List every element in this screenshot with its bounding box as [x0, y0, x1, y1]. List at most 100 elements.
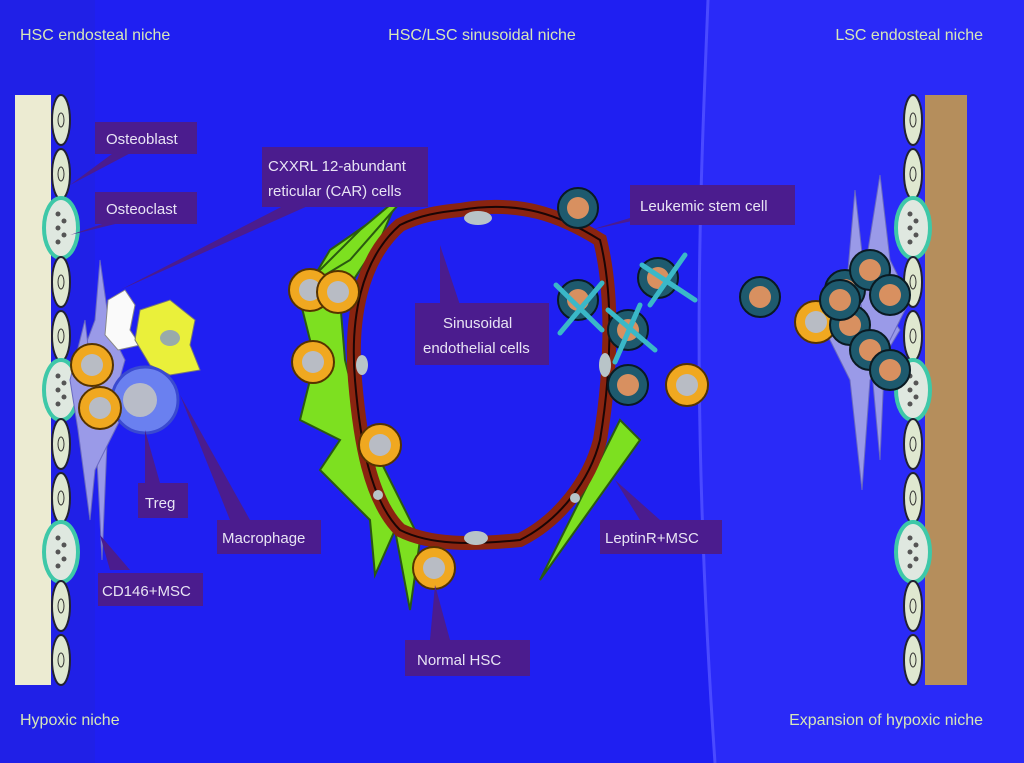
label-text: LeptinR+MSC [605, 530, 699, 547]
footer-hypoxic: Hypoxic niche [20, 712, 120, 729]
header-hsc-endosteal: HSC endosteal niche [20, 27, 170, 44]
hsc-nucleus [302, 351, 324, 373]
osteoclast-nucleus [55, 549, 61, 555]
label-text: CXXRL 12-abundant [268, 158, 407, 175]
osteoclast-nucleus [913, 556, 919, 562]
leukemic-stem-cells [557, 187, 911, 406]
label-normal-hsc: Normal HSC [405, 640, 530, 676]
osteoblast [903, 418, 923, 470]
footer-expansion: Expansion of hypoxic niche [789, 712, 983, 729]
osteoclast-nucleus [907, 563, 913, 569]
osteoclast-nucleus [55, 401, 61, 407]
label-text: Osteoclast [106, 201, 178, 218]
osteoclast-nucleus [61, 542, 67, 548]
osteoblast-nucleus [909, 274, 917, 290]
osteoclast-nucleus [55, 373, 61, 379]
osteoclast-nucleus [907, 225, 913, 231]
hsc-nucleus [327, 281, 349, 303]
lsc-nucleus [879, 359, 901, 381]
label-car-cells: CXXRL 12-abundant reticular (CAR) cells [262, 147, 428, 207]
osteoblast [903, 148, 923, 200]
osteoblast-nucleus [909, 166, 917, 182]
osteoblast [51, 94, 71, 146]
osteoclast-nucleus [55, 387, 61, 393]
osteoclast-nucleus [61, 394, 67, 400]
osteoblast-nucleus [57, 328, 65, 344]
hsc-nucleus [423, 557, 445, 579]
osteoblast [51, 310, 71, 362]
osteoclast-nucleus [907, 211, 913, 217]
osteoblast [903, 580, 923, 632]
label-text: CD146+MSC [102, 583, 191, 600]
osteoclast-nucleus [913, 394, 919, 400]
osteoblast-nucleus [57, 112, 65, 128]
label-macrophage: Macrophage [217, 520, 321, 554]
label-text: Treg [145, 495, 175, 512]
osteoblast [51, 256, 71, 308]
osteoclast [894, 196, 932, 260]
osteoblast [51, 418, 71, 470]
osteoclast-nucleus [61, 380, 67, 386]
endothelial-nuclei [356, 211, 611, 545]
label-text: Sinusoidal [443, 315, 512, 332]
osteoblast [903, 310, 923, 362]
osteoblast-nucleus [57, 652, 65, 668]
hsc-nucleus [805, 311, 827, 333]
osteoclast-nucleus [61, 556, 67, 562]
osteoblast-nucleus [57, 166, 65, 182]
label-text: endothelial cells [423, 340, 530, 357]
osteoblast-nucleus [909, 598, 917, 614]
osteoclast-nucleus [907, 535, 913, 541]
osteoblast [903, 634, 923, 686]
blocked-x-marks [553, 252, 698, 365]
osteoblast-nucleus [909, 490, 917, 506]
osteoclast-nucleus [55, 563, 61, 569]
lsc-nucleus [567, 197, 589, 219]
osteoclast [42, 196, 80, 260]
osteoblast-nucleus [909, 112, 917, 128]
osteoclast-nucleus [913, 232, 919, 238]
osteoclast [894, 520, 932, 584]
label-text: Macrophage [222, 530, 305, 547]
osteoblast-nucleus [57, 274, 65, 290]
osteoclast-nucleus [907, 549, 913, 555]
osteoclast-nucleus [913, 218, 919, 224]
osteoblast-nucleus [909, 436, 917, 452]
hsc-nucleus [676, 374, 698, 396]
osteoblast [903, 472, 923, 524]
osteoclast-nucleus [55, 225, 61, 231]
label-cd146-msc: CD146+MSC [98, 573, 203, 606]
osteoclast-nucleus [913, 542, 919, 548]
osteoclast [42, 520, 80, 584]
hsc-nucleus [369, 434, 391, 456]
label-osteoblast: Osteoblast [95, 122, 197, 154]
callout-pointers [70, 148, 660, 640]
osteoblast-nucleus [909, 328, 917, 344]
niche-boundary [697, 0, 717, 763]
label-leukemic-stem-cell: Leukemic stem cell [630, 185, 795, 225]
hsc-nucleus [81, 354, 103, 376]
lsc-nucleus [859, 259, 881, 281]
lsc-nucleus [879, 284, 901, 306]
label-text: reticular (CAR) cells [268, 183, 401, 200]
label-text: Normal HSC [417, 652, 501, 669]
normal-hsc-cells [70, 268, 838, 590]
osteoclast-nucleus [913, 380, 919, 386]
osteoblast [51, 634, 71, 686]
hsc-nucleus [89, 397, 111, 419]
header-lsc-endosteal: LSC endosteal niche [835, 27, 983, 44]
label-text: Osteoblast [106, 131, 179, 148]
label-text: Leukemic stem cell [640, 198, 768, 215]
label-treg: Treg [138, 483, 188, 518]
macrophage-nucleus [160, 330, 180, 346]
osteoclast-nucleus [55, 239, 61, 245]
endosteal-cells-left [42, 94, 80, 686]
osteoblast [903, 94, 923, 146]
osteoblast-nucleus [57, 436, 65, 452]
treg-nucleus [123, 383, 157, 417]
osteoclast-nucleus [907, 387, 913, 393]
label-osteoclast: Osteoclast [95, 192, 197, 224]
osteoclast-nucleus [55, 211, 61, 217]
osteoblast [51, 148, 71, 200]
lsc-nucleus [829, 289, 851, 311]
